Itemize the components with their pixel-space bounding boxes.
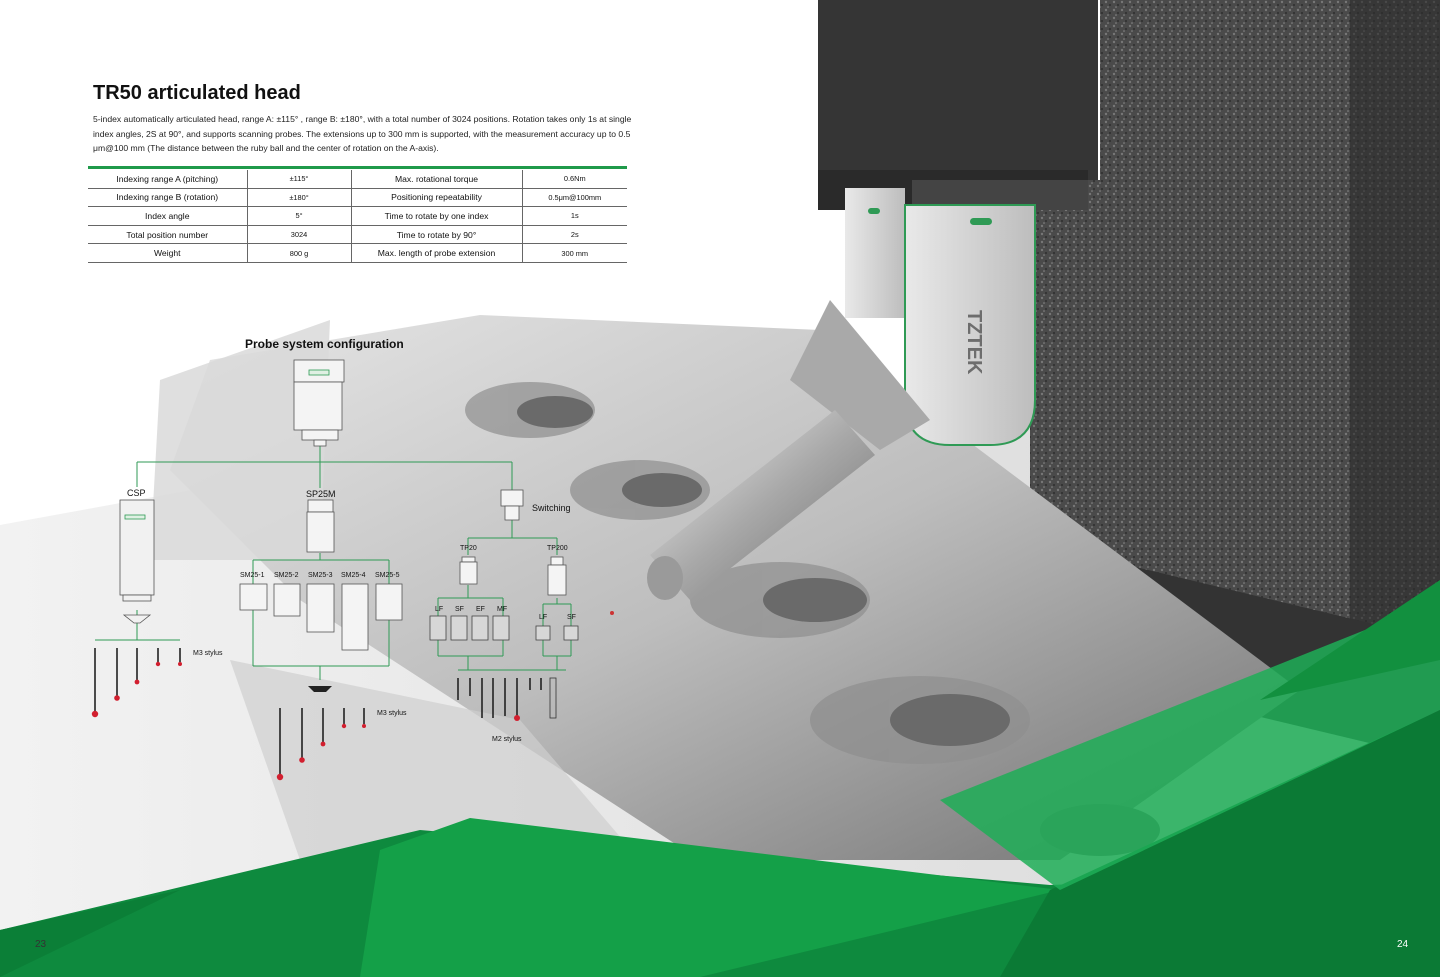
page-number-left: 23 — [35, 939, 47, 950]
tp200-label: TP200 — [547, 545, 568, 552]
spec-label: Time to rotate by one index — [350, 206, 522, 226]
spec-value: 0.5μm@100mm — [521, 188, 627, 208]
spec-label: Total position number — [88, 225, 247, 245]
sp25-stylus-label: M3 stylus — [377, 710, 407, 717]
spec-value: 800 g — [246, 243, 351, 263]
spec-label: Index angle — [88, 206, 247, 226]
diagram-title: Probe system configuration — [245, 337, 404, 351]
spec-value: 1s — [521, 206, 627, 226]
spec-value: 3024 — [246, 225, 351, 245]
spec-label: Weight — [88, 243, 247, 263]
spec-label: Indexing range A (pitching) — [88, 170, 247, 189]
csp-label: CSP — [127, 488, 146, 498]
tp20-module-label: LF — [435, 606, 444, 613]
table-row: Total position number 3024 Time to rotat… — [88, 225, 627, 245]
page-title: TR50 articulated head — [93, 82, 301, 104]
tp200-module-label: LF — [539, 614, 548, 621]
tp20-module-label: MF — [497, 606, 508, 613]
table-row: Indexing range A (pitching) ±115° Max. r… — [88, 170, 627, 189]
csp-stylus-label: M3 stylus — [193, 650, 223, 657]
sm-module-label: SM25-3 — [308, 572, 333, 579]
tp20-module-label: EF — [476, 606, 485, 613]
page-number-right: 24 — [1397, 939, 1409, 950]
spec-label: Time to rotate by 90° — [350, 225, 522, 245]
sm-module-label: SM25-4 — [341, 572, 366, 579]
sp25m-label: SP25M — [306, 489, 336, 499]
head-logo: TZTEK — [963, 310, 985, 375]
product-description: 5-index automatically articulated head, … — [93, 114, 632, 154]
spec-label: Max. length of probe extension — [350, 243, 522, 263]
spec-value: 300 mm — [521, 243, 627, 263]
sm-module-label: SM25-2 — [274, 572, 299, 579]
m2-stylus-label: M2 stylus — [492, 736, 522, 743]
table-row: Indexing range B (rotation) ±180° Positi… — [88, 188, 627, 208]
spec-value: 2s — [521, 225, 627, 245]
table-accent-bar — [88, 166, 627, 169]
sm-module-label: SM25-5 — [375, 572, 400, 579]
spec-label: Positioning repeatability — [350, 188, 522, 208]
spec-value: ±115° — [246, 170, 351, 189]
tp20-label: TP20 — [460, 545, 477, 552]
spec-label: Max. rotational torque — [350, 170, 522, 189]
table-row: Weight 800 g Max. length of probe extens… — [88, 243, 627, 263]
sm-module-label: SM25-1 — [240, 572, 265, 579]
tp200-module-label: SF — [567, 614, 576, 621]
spec-label: Indexing range B (rotation) — [88, 188, 247, 208]
switching-label: Switching — [532, 503, 571, 513]
table-row: Index angle 5° Time to rotate by one ind… — [88, 206, 627, 226]
spec-value: 0.6Nm — [521, 170, 627, 189]
spec-table: Indexing range A (pitching) ±115° Max. r… — [88, 170, 627, 263]
spec-value: ±180° — [246, 188, 351, 208]
tp20-module-label: SF — [455, 606, 464, 613]
spec-value: 5° — [246, 206, 351, 226]
